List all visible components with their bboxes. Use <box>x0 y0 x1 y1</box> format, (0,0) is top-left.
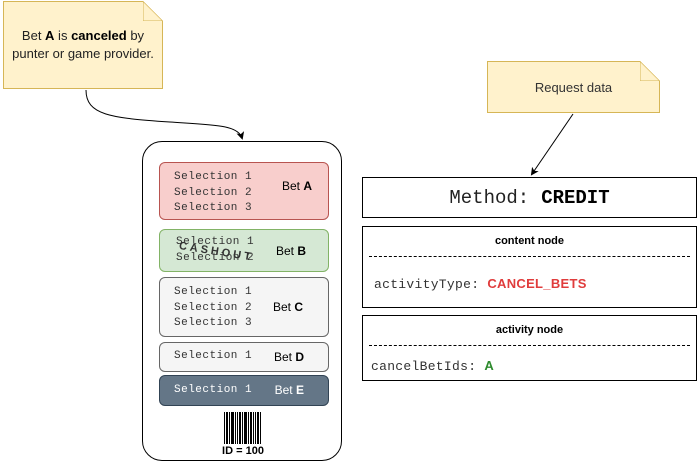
selection: Selection 2 <box>176 251 255 264</box>
activity-node-value: A <box>484 358 495 373</box>
method-value: CREDIT <box>541 186 610 209</box>
selection: Selection 2 <box>174 301 253 314</box>
bet-c-selections: Selection 1 Selection 2 Selection 3 <box>174 285 252 332</box>
selection: Selection 2 <box>174 186 253 199</box>
bet-e[interactable]: Selection 1 Bet E <box>159 375 329 406</box>
bet-d[interactable]: Selection 1 Bet D <box>159 342 329 372</box>
activity-node-box: activity node cancelBetIds: A <box>362 315 697 381</box>
content-node-field: activityType: CANCEL_BETS <box>374 276 587 292</box>
bet-d-selections: Selection 1 <box>174 349 252 365</box>
bet-e-label: Bet E <box>274 383 304 397</box>
bet-ticket: Selection 1 Selection 2 Selection 3 Bet … <box>142 141 342 461</box>
note-fold-icon <box>640 61 660 81</box>
content-node-divider <box>369 256 690 257</box>
content-node-value: CANCEL_BETS <box>487 276 587 291</box>
bet-b-selections: Selection 1 Selection 2 <box>176 235 254 266</box>
bet-b[interactable]: Selection 1 Selection 2 CASHOUT Bet B <box>159 229 329 272</box>
request-note: Request data <box>487 61 660 113</box>
selection: Selection 3 <box>174 202 253 214</box>
arrow-request-to-method <box>530 113 574 176</box>
bet-e-selections: Selection 1 <box>174 383 252 399</box>
bet-a-label: Bet A <box>281 179 312 193</box>
bet-a[interactable]: Selection 1 Selection 2 Selection 3 Bet … <box>159 162 329 220</box>
activity-node-divider <box>369 345 690 346</box>
activity-node-field: cancelBetIds: A <box>371 358 494 374</box>
cancel-note-line1: Bet A is canceled by <box>21 28 145 43</box>
activity-node-title: activity node <box>495 324 564 336</box>
activity-node-key: cancelBetIds: <box>371 359 477 374</box>
bet-c[interactable]: Selection 1 Selection 2 Selection 3 Bet … <box>159 277 329 337</box>
selection: Selection 1 <box>174 286 253 298</box>
selection: Selection 1 <box>176 236 255 248</box>
cancel-note: Bet A is canceled by punter or game prov… <box>3 1 163 89</box>
request-note-text: Request data <box>534 79 613 95</box>
ticket-id: ID = 100 <box>222 445 264 457</box>
arrow-note-to-ticket <box>85 89 245 140</box>
bet-b-label: Bet B <box>275 244 306 258</box>
selection: Selection 1 <box>174 171 253 183</box>
barcode-icon <box>224 412 261 444</box>
bet-d-label: Bet D <box>273 350 304 364</box>
selection: Selection 3 <box>174 317 253 329</box>
bet-c-label: Bet C <box>272 300 303 314</box>
content-node-title: content node <box>494 235 565 247</box>
selection: Selection 1 <box>174 384 253 396</box>
method-box: Method: CREDIT <box>362 177 697 218</box>
content-node-key: activityType: <box>374 277 480 292</box>
selection: Selection 1 <box>174 350 253 362</box>
method-label: Method: <box>449 186 530 209</box>
cancel-note-line2: punter or game provider. <box>12 46 154 61</box>
bet-a-selections: Selection 1 Selection 2 Selection 3 <box>174 170 252 217</box>
content-node-box: content node activityType: CANCEL_BETS <box>362 226 697 308</box>
note-fold-icon <box>143 1 163 21</box>
